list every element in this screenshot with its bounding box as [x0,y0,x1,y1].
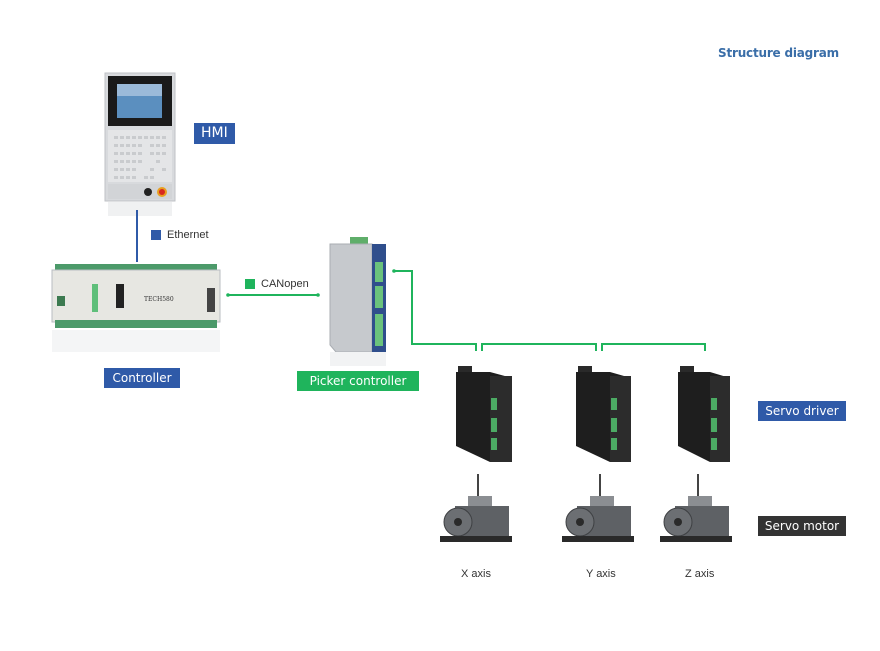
servo-motor-y [562,474,634,542]
legend-canopen: CANopen [245,278,309,290]
controller-device: TECH580 [51,264,221,352]
picker-controller-device [329,237,386,366]
legend-canopen-label: CANopen [261,278,309,290]
legend-ethernet: Ethernet [151,229,209,241]
servo-driver-z [678,366,730,462]
axis-label-x: X axis [461,568,491,580]
servo-driver-x [456,366,512,462]
picker-controller-label: Picker controller [297,371,419,391]
hmi-label: HMI [194,123,235,144]
legend-ethernet-label: Ethernet [167,229,209,241]
axis-label-y: Y axis [586,568,616,580]
controller-model-label: TECH580 [144,296,174,303]
servo-motor-label: Servo motor [758,516,846,536]
diagram-title: Structure diagram [718,46,839,60]
canopen-bus [394,270,706,351]
hmi-device [104,72,176,216]
controller-label: Controller [104,368,180,388]
canopen-swatch [245,279,255,289]
axis-label-z: Z axis [685,568,715,580]
servo-motor-z [660,474,732,542]
servo-driver-label: Servo driver [758,401,846,421]
servo-motor-x [440,474,512,542]
servo-driver-y [576,366,631,462]
ethernet-swatch [151,230,161,240]
